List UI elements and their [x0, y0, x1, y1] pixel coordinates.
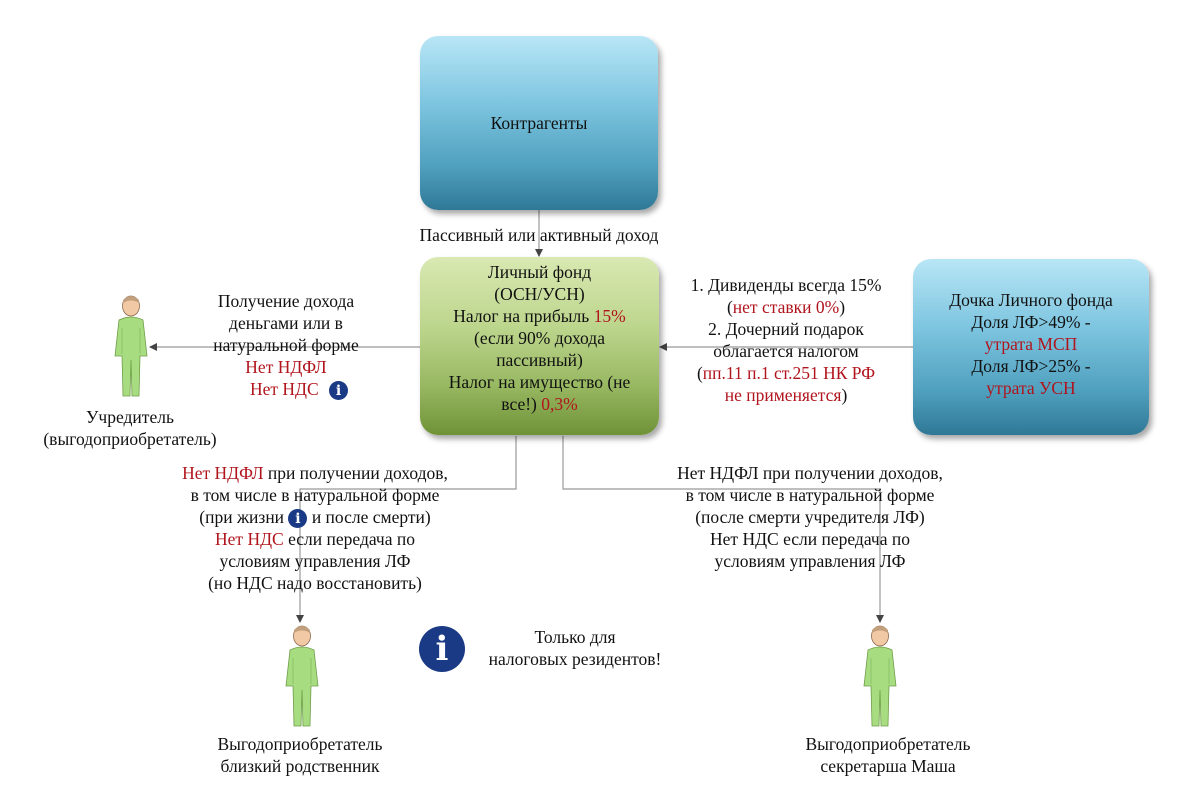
subsidiary-line-4: Доля ЛФ>25% -	[971, 356, 1091, 376]
subsidiary-edge-line-6: не применяется)	[724, 385, 848, 405]
relative-edge-line-1: Нет НДФЛ при получении доходов,	[182, 463, 448, 483]
counterparties-label: Контрагенты	[490, 113, 588, 133]
secretary-label-line-2: секретарша Маша	[820, 756, 956, 776]
founder-edge-label: Получение дохода деньгами или в натураль…	[186, 290, 386, 401]
founder-person-icon	[114, 295, 148, 397]
subsidiary-line-5: утрата УСН	[986, 378, 1076, 398]
note-info-icon-wrap: i	[419, 626, 465, 672]
relative-edge-line-5: условиям управления ЛФ	[219, 551, 411, 572]
secretary-edge-line-1: Нет НДФЛ при получении доходов,	[677, 463, 943, 483]
personal-fund-node: Личный фонд (ОСН/УСН) Налог на прибыль 1…	[420, 257, 659, 435]
secretary-edge-line-4: Нет НДС если передача по	[710, 529, 910, 549]
relative-edge-line-3: (при жизни i и после смерти)	[199, 507, 431, 529]
edge-fund-relative	[296, 436, 517, 623]
subsidiary-edge-line-4: облагается налогом	[713, 341, 859, 361]
info-icon: i	[329, 381, 349, 401]
relative-edge-label: Нет НДФЛ при получении доходов, в том чи…	[150, 462, 480, 594]
relative-label: Выгодоприобретатель близкий родственник	[190, 733, 410, 777]
fund-line-4: (если 90% дохода	[474, 328, 605, 348]
subsidiary-edge-line-5: (пп.11 п.1 ст.251 НК РФ	[696, 363, 876, 383]
edge-fund-secretary	[562, 436, 884, 623]
subsidiary-edge-line-1: 1. Дивиденды всегда 15%	[690, 275, 882, 295]
secretary-label: Выгодоприобретатель секретарша Маша	[778, 733, 998, 777]
subsidiary-edge-line-2: (нет ставки 0%)	[726, 297, 846, 317]
fund-line-7: все!) 0,3%	[501, 394, 578, 414]
founder-edge-line-2: деньгами или в	[229, 313, 343, 333]
subsidiary-edge-line-3: 2. Дочерний подарок	[708, 319, 864, 339]
fund-line-3: Налог на прибыль 15%	[453, 306, 626, 326]
subsidiary-line-1: Дочка Личного фонда	[949, 290, 1113, 310]
secretary-label-line-1: Выгодоприобретатель	[805, 734, 971, 754]
secretary-edge-line-5: условиям управления ЛФ	[714, 551, 906, 571]
founder-label-line-1: Учредитель	[86, 407, 174, 427]
founder-edge-line-5: Нет НДС i	[186, 378, 386, 401]
profit-tax-rate: 15%	[593, 306, 626, 326]
secretary-edge-line-2: в том числе в натуральной форме	[685, 485, 935, 505]
founder-edge-line-3: натуральной форме	[213, 335, 359, 355]
founder-edge-line-1: Получение дохода	[217, 291, 355, 311]
secretary-person-icon	[863, 625, 897, 727]
fund-line-6: Налог на имущество (не	[448, 372, 631, 392]
resident-note: Только для налоговых резидентов!	[470, 626, 680, 670]
secretary-edge-label: Нет НДФЛ при получении доходов, в том чи…	[630, 462, 990, 572]
fund-line-1: Личный фонд	[487, 262, 592, 282]
relative-edge-line-4: Нет НДС если передача по	[215, 529, 415, 550]
relative-person-icon	[285, 625, 319, 727]
relative-label-line-2: близкий родственник	[220, 756, 380, 776]
note-line-2: налоговых резидентов!	[488, 649, 662, 669]
subsidiary-node: Дочка Личного фонда Доля ЛФ>49% - утрата…	[913, 259, 1149, 435]
income-label: Пассивный или активный доход	[419, 225, 659, 245]
property-tax-rate: 0,3%	[541, 394, 578, 414]
founder-label-line-2: (выгодоприобретатель)	[43, 429, 217, 449]
fund-line-5: пассивный)	[496, 350, 583, 370]
founder-label: Учредитель (выгодоприобретатель)	[30, 406, 230, 450]
relative-label-line-1: Выгодоприобретатель	[217, 734, 383, 754]
counterparties-node: Контрагенты	[420, 36, 658, 210]
info-icon: i	[288, 509, 308, 529]
relative-edge-line-6: (но НДС надо восстановить)	[208, 573, 422, 594]
subsidiary-line-3: утрата МСП	[984, 334, 1078, 354]
info-icon: i	[419, 626, 465, 672]
note-line-1: Только для	[534, 627, 616, 647]
subsidiary-edge-label: 1. Дивиденды всегда 15% (нет ставки 0%) …	[666, 274, 906, 406]
secretary-edge-line-3: (после смерти учредителя ЛФ)	[695, 507, 925, 527]
fund-line-2: (ОСН/УСН)	[494, 284, 585, 304]
subsidiary-line-2: Доля ЛФ>49% -	[971, 312, 1091, 332]
founder-edge-line-4: Нет НДФЛ	[245, 357, 327, 377]
relative-edge-line-2: в том числе в натуральной форме	[190, 485, 440, 505]
